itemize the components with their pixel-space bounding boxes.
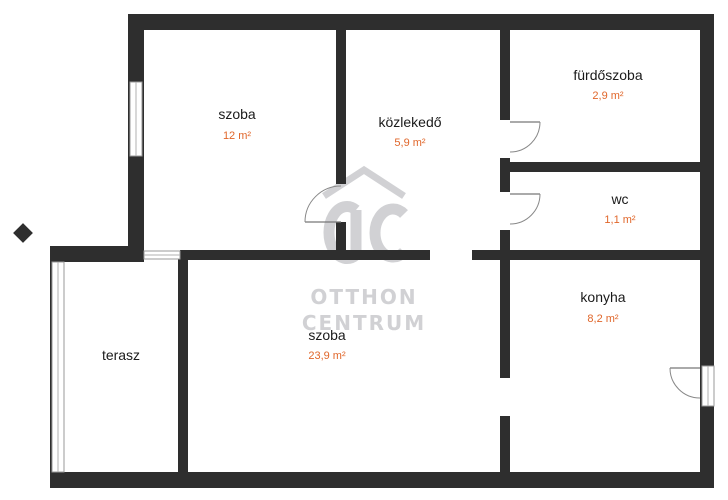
room-kozlekedo-area: 5,9 m² (394, 137, 426, 149)
wall-horizontal-left (180, 250, 430, 260)
wall-furdo-wc (500, 162, 714, 172)
door-furdoszoba (509, 121, 541, 153)
door-konyha-balcony (669, 367, 701, 399)
room-szoba-small-name: szoba (218, 106, 256, 122)
wall-horizontal-right (472, 250, 714, 260)
wall-kozlekedo-furdo-top (500, 28, 510, 120)
room-wc-area: 1,1 m² (604, 214, 636, 226)
wall-konyha-upper (500, 256, 510, 378)
wall-terrace-szoba (178, 252, 188, 488)
room-kozlekedo-name: közlekedő (378, 114, 441, 130)
room-konyha-area: 8,2 m² (587, 313, 619, 325)
room-szoba-large-name: szoba (308, 327, 346, 343)
walls (50, 14, 714, 488)
room-wc-name: wc (610, 191, 628, 207)
room-szoba-large-area: 23,9 m² (308, 350, 346, 362)
door-wc (509, 193, 541, 225)
wall-bottom (50, 472, 714, 488)
watermark-roof (322, 165, 406, 199)
north-marker-icon (13, 223, 33, 243)
door-szoba (304, 185, 342, 223)
room-furdoszoba-name: fürdőszoba (573, 67, 642, 83)
doors (304, 121, 701, 399)
wall-terrace-top (50, 246, 144, 262)
wall-konyha-lower (500, 416, 510, 482)
wall-top (128, 14, 714, 30)
watermark-c-shape (369, 203, 408, 263)
wall-kozlekedo-wc-low (500, 230, 510, 258)
room-terasz-name: terasz (102, 347, 140, 363)
wall-szoba-kozlekedo (336, 28, 346, 184)
room-labels: szoba 12 m² közlekedő 5,9 m² fürdőszoba … (102, 67, 643, 363)
wall-szoba-kozlekedo-low (336, 222, 346, 258)
room-konyha-name: konyha (580, 289, 625, 305)
watermark-line1: OTTHON (310, 285, 417, 309)
wall-kozlekedo-furdo-mid (500, 158, 510, 192)
watermark-logo: OTTHON CENTRUM (302, 165, 426, 335)
windows (51, 81, 715, 473)
room-szoba-small-area: 12 m² (223, 130, 251, 142)
room-furdoszoba-area: 2,9 m² (592, 90, 624, 102)
watermark-line2: CENTRUM (302, 311, 426, 335)
